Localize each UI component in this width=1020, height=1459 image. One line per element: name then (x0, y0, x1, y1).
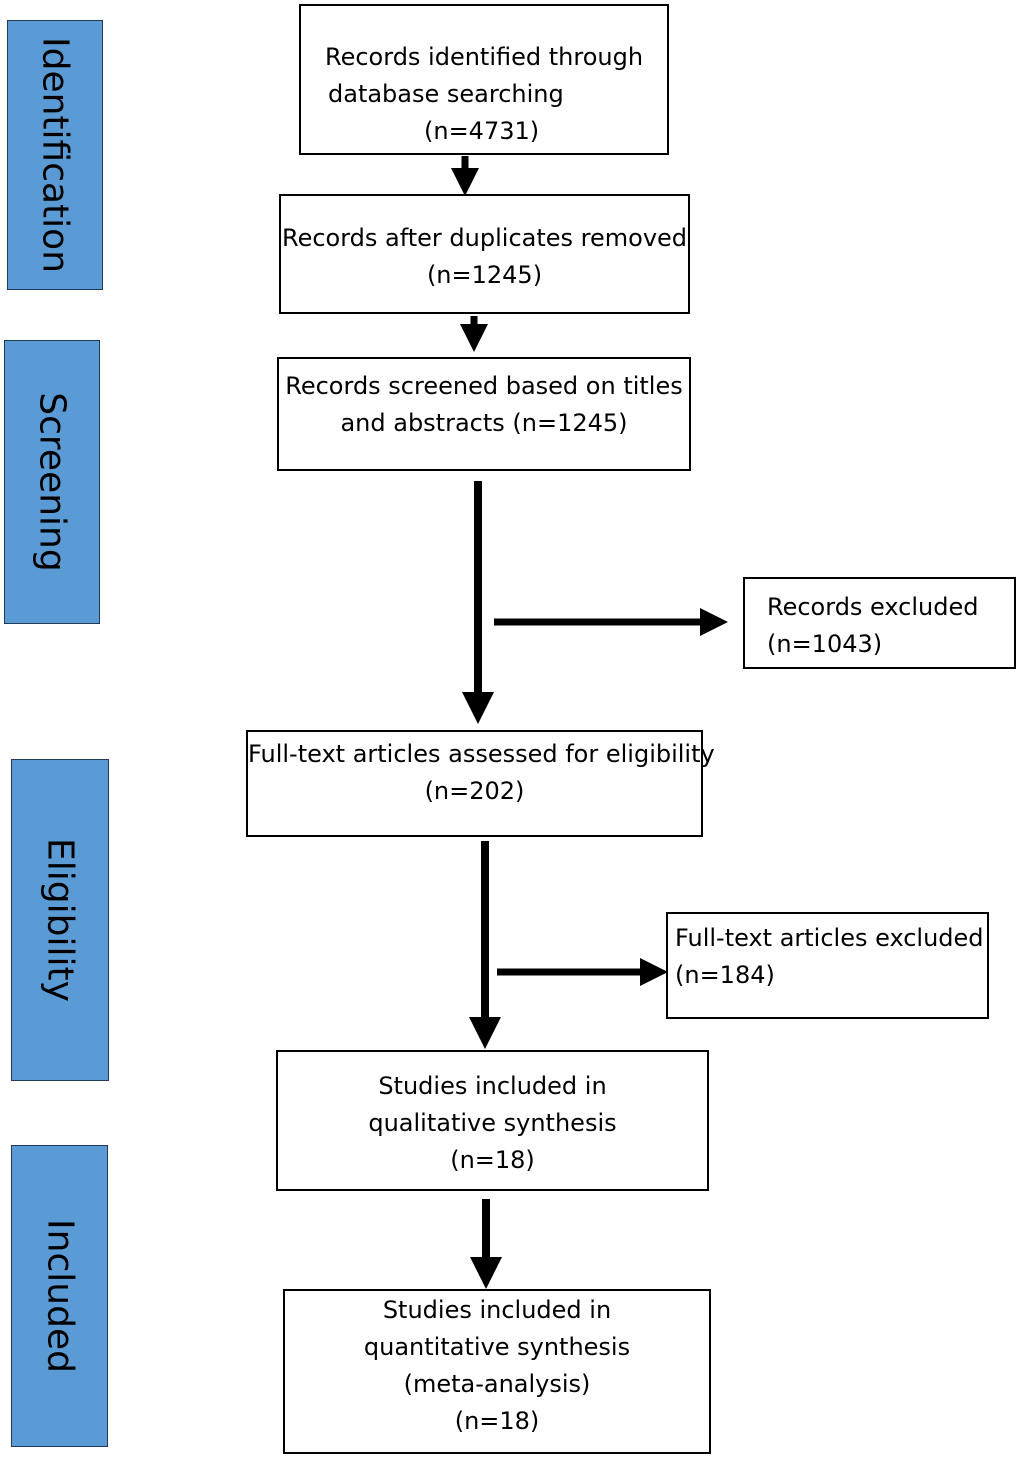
box-qualitative-line-1: Studies included in (378, 1072, 607, 1100)
box-quantitative-synthesis: Studies included in quantitative synthes… (283, 1289, 711, 1454)
box-qualitative-synthesis: Studies included in qualitative synthesi… (276, 1050, 709, 1191)
box-records-after-duplicates-line-1: Records after duplicates removed (281, 224, 688, 252)
box-qualitative-count: (n=18) (450, 1146, 535, 1174)
box-fulltext-excluded-line-1: Full-text articles excluded (675, 924, 984, 952)
box-quantitative-count: (n=18) (454, 1407, 540, 1435)
stage-included: Included (11, 1145, 108, 1447)
box-records-screened: Records screened based on titles and abs… (277, 357, 691, 471)
box-fulltext-assessed: Full-text articles assessed for eligibil… (246, 730, 715, 837)
box-fulltext-excluded-count: (n=184) (675, 961, 775, 989)
box-quantitative-line-3: (meta-analysis) (403, 1370, 591, 1398)
box-records-excluded-count: (n=1043) (767, 630, 883, 658)
box-records-identified-line-2: database searching (328, 80, 564, 108)
box-fulltext-assessed-count: (n=202) (424, 777, 525, 805)
box-quantitative-line-1: Studies included in (382, 1296, 612, 1324)
stage-identification: Identification (7, 20, 103, 290)
stage-eligibility: Eligibility (11, 759, 109, 1081)
box-fulltext-excluded: Full-text articles excluded (n=184) (666, 912, 989, 1019)
box-records-after-duplicates: Records after duplicates removed (n=1245… (279, 194, 690, 314)
box-fulltext-assessed-line-1: Full-text articles assessed for eligibil… (248, 740, 715, 768)
box-records-screened-line-1: Records screened based on titles (285, 372, 683, 400)
box-records-after-duplicates-count: (n=1245) (426, 261, 543, 289)
box-records-excluded-line-1: Records excluded (767, 593, 979, 621)
stage-screening: Screening (4, 340, 100, 624)
box-records-identified-line-1: Records identified through (325, 43, 644, 71)
box-records-identified: Records identified through database sear… (299, 4, 669, 155)
box-qualitative-line-2: qualitative synthesis (368, 1109, 617, 1137)
box-records-screened-line-2: and abstracts (n=1245) (340, 409, 628, 437)
box-quantitative-line-2: quantitative synthesis (363, 1333, 631, 1361)
box-records-identified-count: (n=4731) (424, 117, 540, 145)
box-records-excluded: Records excluded (n=1043) (743, 577, 1016, 669)
